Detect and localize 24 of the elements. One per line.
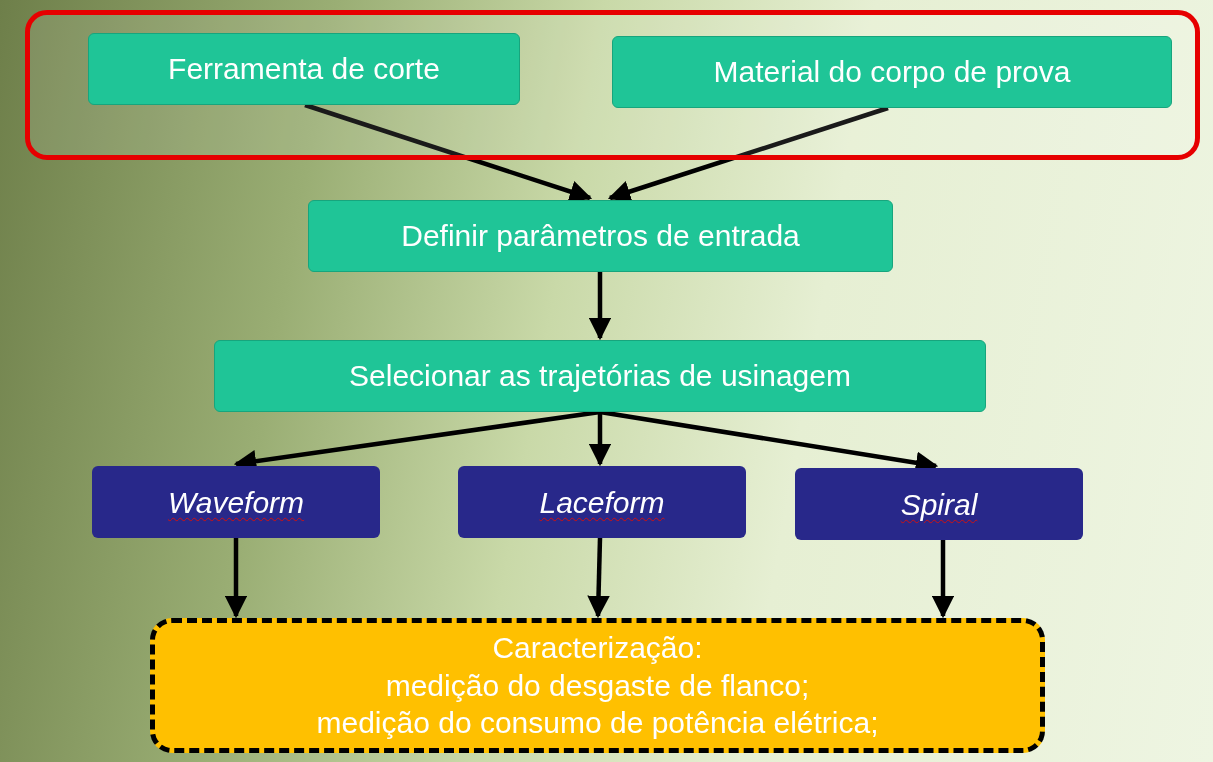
box-text: Caracterização: xyxy=(492,630,703,667)
arrow xyxy=(587,537,610,619)
group-frame xyxy=(25,10,1200,160)
path-box xyxy=(458,466,746,538)
path-box xyxy=(795,468,1083,540)
result-box xyxy=(150,618,1045,753)
box-text: Laceform xyxy=(539,484,665,521)
process-box xyxy=(308,200,893,272)
box-text: medição do desgaste de flanco; xyxy=(385,667,810,704)
process-box xyxy=(214,340,986,412)
box-text: Ferramenta de corte xyxy=(168,51,440,88)
box-text: Definir parâmetros de entrada xyxy=(401,218,800,255)
path-box xyxy=(92,466,380,538)
box-text: Waveform xyxy=(167,484,305,521)
box-text: medição do consumo de potência elétrica; xyxy=(316,705,879,742)
box-text: Spiral xyxy=(900,486,978,523)
box-text: Selecionar as trajetórias de usinagem xyxy=(349,358,851,395)
box-text: Material do corpo de prova xyxy=(713,54,1071,91)
arrow xyxy=(224,538,248,619)
process-box xyxy=(88,33,520,105)
arrow xyxy=(588,272,612,341)
arrow xyxy=(931,540,955,619)
arrow xyxy=(588,412,612,467)
process-box xyxy=(612,36,1172,108)
